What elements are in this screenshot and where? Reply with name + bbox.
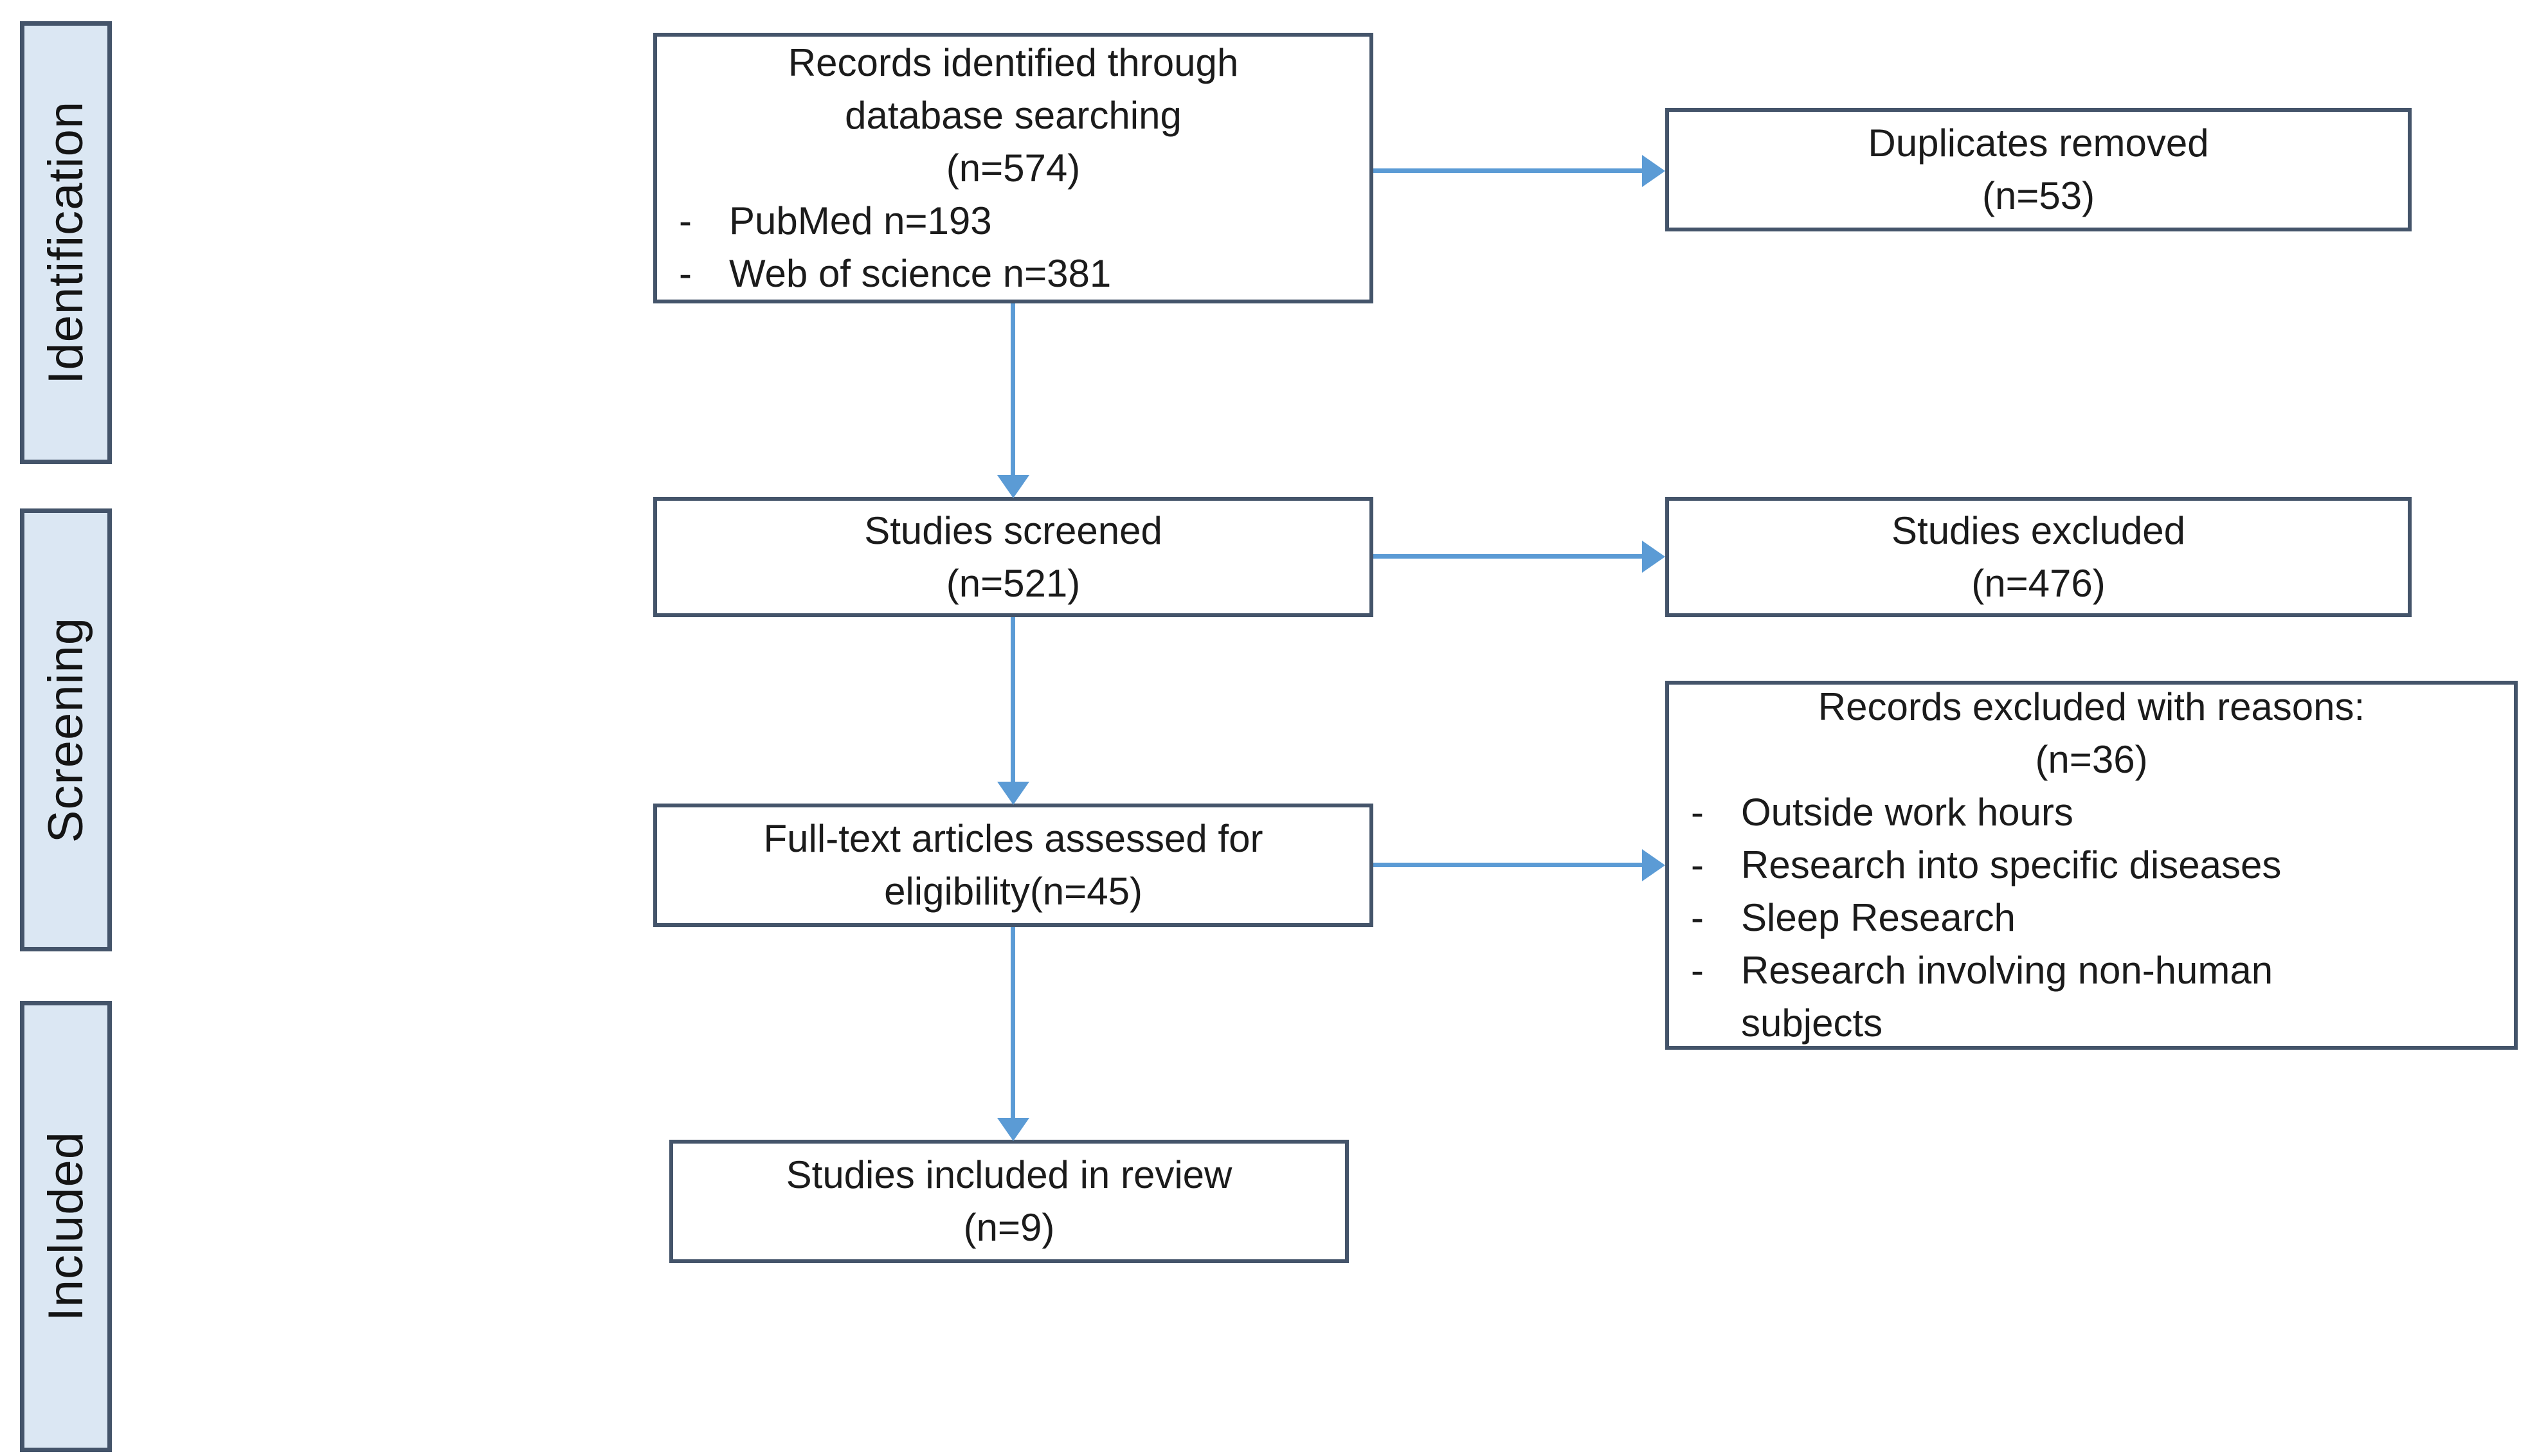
arrow-screened-to-excluded-line [1373, 554, 1643, 559]
bullet-dash: - [679, 199, 692, 242]
bullet-text: Research into specific diseases [1741, 843, 2282, 886]
box-records-identified: Records identified through database sear… [653, 33, 1373, 303]
bullet-dash: - [679, 251, 692, 295]
box-studies-excluded: Studies excluded (n=476) [1665, 497, 2412, 617]
records-identified-line-2: database searching [845, 93, 1182, 137]
fulltext-line-1: Full-text articles assessed for [763, 817, 1263, 860]
studies-included-line-1: Studies included in review [786, 1153, 1232, 1196]
excluded-reasons-line-2: (n=36) [2035, 738, 2148, 781]
arrow-right-icon [1642, 849, 1665, 881]
box-fulltext-assessed: Full-text articles assessed for eligibil… [653, 804, 1373, 927]
stage-identification-label: Identification [39, 101, 93, 384]
stage-identification: Identification [20, 21, 112, 464]
stage-screening-label: Screening [39, 616, 93, 843]
fulltext-line-2: eligibility(n=45) [884, 870, 1142, 913]
box-studies-included: Studies included in review (n=9) [669, 1140, 1349, 1263]
excluded-reasons-line-1: Records excluded with reasons: [1818, 685, 2365, 728]
bullet-dash: - [1691, 791, 1704, 834]
bullet-text: PubMed n=193 [729, 199, 992, 242]
bullet-dash: - [1691, 843, 1704, 886]
studies-screened-line-2: (n=521) [946, 561, 1081, 605]
records-identified-bullet-wos: - Web of science n=381 [657, 247, 1369, 300]
records-identified-line-3: (n=574) [946, 146, 1081, 190]
bullet-text: Outside work hours [1741, 791, 2073, 834]
arrow-identified-to-screened-line [1011, 303, 1015, 476]
bullet-text: Sleep Research [1741, 896, 2016, 939]
excluded-reason-specific-diseases: - Research into specific diseases [1669, 839, 2514, 892]
bullet-dash: - [1691, 896, 1704, 939]
bullet-text: Research involving non-human subjects [1741, 949, 2273, 1045]
arrow-identified-to-duplicates-line [1373, 168, 1643, 173]
stage-included: Included [20, 1001, 112, 1452]
arrow-down-icon [997, 782, 1029, 805]
duplicates-removed-line-2: (n=53) [1982, 174, 2095, 217]
studies-excluded-line-1: Studies excluded [1891, 508, 2185, 552]
box-duplicates-removed: Duplicates removed (n=53) [1665, 108, 2412, 231]
arrow-right-icon [1642, 155, 1665, 187]
records-identified-line-1: Records identified through [788, 40, 1239, 84]
bullet-dash: - [1691, 949, 1704, 992]
arrow-down-icon [997, 475, 1029, 498]
arrow-fulltext-to-included-line [1011, 927, 1015, 1118]
stage-included-label: Included [39, 1131, 93, 1322]
arrow-fulltext-to-reasons-line [1373, 863, 1643, 867]
arrow-right-icon [1642, 541, 1665, 573]
arrow-down-icon [997, 1118, 1029, 1141]
arrow-screened-to-fulltext-line [1011, 617, 1015, 782]
excluded-reason-non-human: - Research involving non-human subjects [1669, 944, 2514, 1050]
box-excluded-reasons: Records excluded with reasons: (n=36) - … [1665, 681, 2518, 1050]
excluded-reason-sleep-research: - Sleep Research [1669, 892, 2514, 944]
stage-screening: Screening [20, 508, 112, 951]
records-identified-bullet-pubmed: - PubMed n=193 [657, 195, 1369, 247]
studies-screened-line-1: Studies screened [864, 508, 1162, 552]
studies-excluded-line-2: (n=476) [1971, 561, 2106, 605]
bullet-text: Web of science n=381 [729, 251, 1112, 295]
studies-included-line-2: (n=9) [963, 1206, 1055, 1249]
duplicates-removed-line-1: Duplicates removed [1868, 121, 2209, 165]
excluded-reason-work-hours: - Outside work hours [1669, 786, 2514, 839]
box-studies-screened: Studies screened (n=521) [653, 497, 1373, 617]
